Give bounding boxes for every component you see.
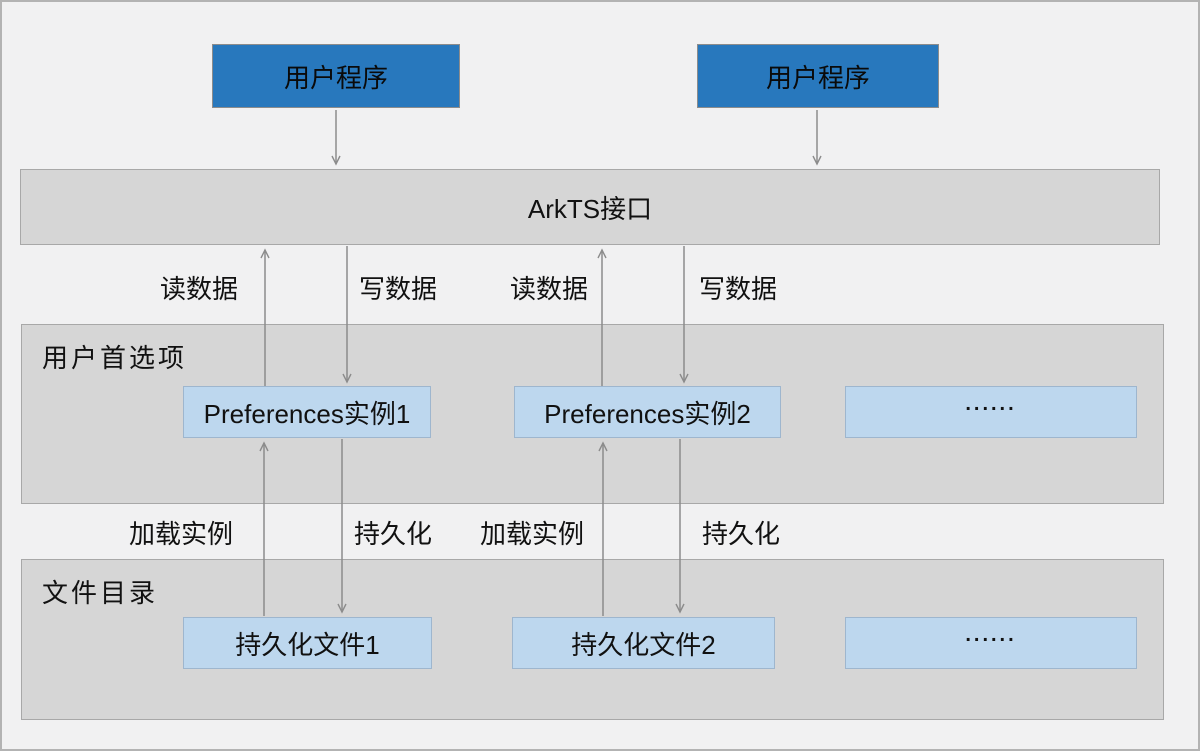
preferences-instance-box-more: ...... xyxy=(845,386,1137,438)
persist-file-box-more: ...... xyxy=(845,617,1137,669)
flow-label-load-instance-1: 加载实例 xyxy=(129,519,234,549)
flow-label-load-instance-2: 加载实例 xyxy=(480,519,585,549)
flow-label-read-data-1: 读数据 xyxy=(160,274,239,304)
persist-file-box-2: 持久化文件2 xyxy=(512,617,775,669)
persist-file-box-1: 持久化文件1 xyxy=(183,617,432,669)
flow-label-read-data-2: 读数据 xyxy=(510,274,589,304)
user-preferences-group-title: 用户首选项 xyxy=(42,343,188,373)
flow-label-write-data-1: 写数据 xyxy=(359,274,438,304)
flow-label-persist-1: 持久化 xyxy=(354,519,433,549)
flow-label-persist-2: 持久化 xyxy=(702,519,781,549)
user-program-box-2: 用户程序 xyxy=(697,44,939,108)
preferences-instance-box-2: Preferences实例2 xyxy=(514,386,781,438)
flow-label-write-data-2: 写数据 xyxy=(699,274,778,304)
user-program-box-1: 用户程序 xyxy=(212,44,460,108)
preferences-instance-box-1: Preferences实例1 xyxy=(183,386,431,438)
file-directory-group-title: 文件目录 xyxy=(42,578,159,608)
arkts-api-bar: ArkTS接口 xyxy=(20,169,1160,245)
